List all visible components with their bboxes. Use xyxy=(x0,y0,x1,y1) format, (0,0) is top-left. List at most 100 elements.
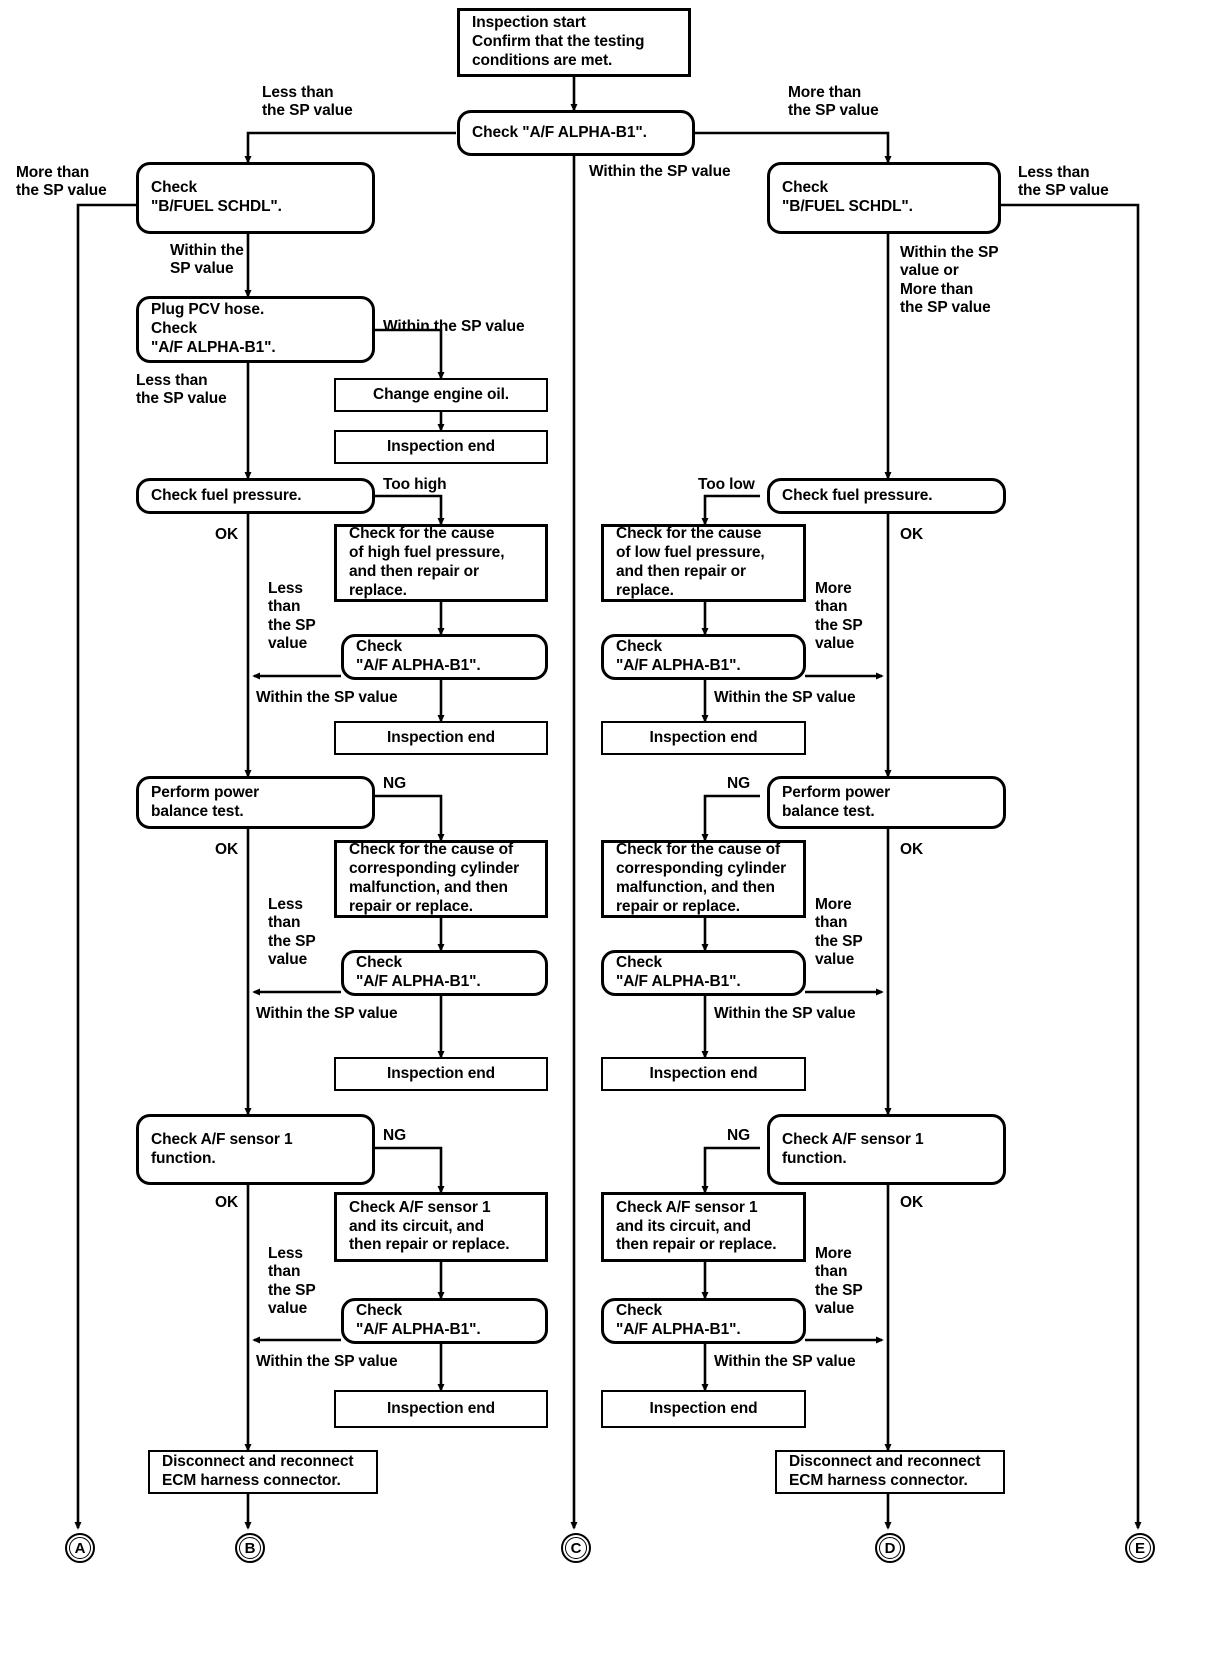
node-ecm-harness-right: Disconnect and reconnect ECM harness con… xyxy=(775,1450,1005,1494)
node-text: Check for the cause of corresponding cyl… xyxy=(616,841,787,915)
node-text: Check "B/FUEL SCHDL". xyxy=(782,179,913,215)
connector-ring xyxy=(239,1537,261,1559)
node-af-sensor-circuit-right: Check A/F sensor 1 and its circuit, and … xyxy=(601,1192,806,1262)
connector-d: D xyxy=(875,1533,905,1563)
node-check-af-alpha-b1-2-left: Check "A/F ALPHA-B1". xyxy=(341,634,548,680)
connector-ring xyxy=(1129,1537,1151,1559)
connector-e: E xyxy=(1125,1533,1155,1563)
node-text: Inspection start Confirm that the testin… xyxy=(472,14,645,69)
node-check-bfuel-schdl-left: Check "B/FUEL SCHDL". xyxy=(136,162,375,234)
label-within-sp-value-pcv: Within the SP value xyxy=(383,318,525,335)
label-within-sp-center: Within the SP value xyxy=(589,163,731,180)
node-check-af-alpha-b1-4-left: Check "A/F ALPHA-B1". xyxy=(341,1298,548,1344)
node-text: Check "A/F ALPHA-B1". xyxy=(472,123,647,141)
node-text: Perform power balance test. xyxy=(782,783,891,820)
node-check-af-alpha-b1-3-right: Check "A/F ALPHA-B1". xyxy=(601,950,806,996)
node-text: Check A/F sensor 1 and its circuit, and … xyxy=(616,1198,777,1254)
label-too-low: Too low xyxy=(698,476,755,493)
node-cylinder-malfunction-right: Check for the cause of corresponding cyl… xyxy=(601,840,806,918)
label-less-than-narrow-4-left: Less than the SP value xyxy=(268,1245,316,1317)
label-ok-power-balance-right: OK xyxy=(900,841,924,858)
label-within-sp-or-more-right1: Within the SP value or More than the SP … xyxy=(900,244,999,316)
label-too-high: Too high xyxy=(383,476,447,493)
connector-letter: B xyxy=(244,1539,256,1557)
label-within-sp-2-left: Within the SP value xyxy=(256,689,398,706)
label-less-than-pcv: Less than the SP value xyxy=(136,372,227,408)
label-ok-power-balance-left: OK xyxy=(215,841,239,858)
node-text: Inspection end xyxy=(387,1064,495,1082)
node-inspection-end-2-left: Inspection end xyxy=(334,721,548,755)
node-text: Inspection end xyxy=(387,728,495,746)
label-ng-af-sensor-left: NG xyxy=(383,1127,407,1144)
node-text: Check for the cause of high fuel pressur… xyxy=(349,525,505,599)
node-text: Check "B/FUEL SCHDL". xyxy=(151,179,282,215)
label-within-sp-value-left1: Within the SP value xyxy=(170,242,244,278)
node-text: Perform power balance test. xyxy=(151,783,260,820)
label-ng-power-balance-right: NG xyxy=(727,775,751,792)
label-more-than-top-right: More than the SP value xyxy=(788,84,879,120)
node-ecm-harness-left: Disconnect and reconnect ECM harness con… xyxy=(148,1450,378,1494)
connector-letter: A xyxy=(74,1539,86,1557)
label-within-sp-4-left: Within the SP value xyxy=(256,1353,398,1370)
node-power-balance-test-left: Perform power balance test. xyxy=(136,776,375,829)
connector-letter: C xyxy=(570,1539,582,1557)
connector-c: C xyxy=(561,1533,591,1563)
node-check-fuel-pressure-left: Check fuel pressure. xyxy=(136,478,375,514)
node-text: Check fuel pressure. xyxy=(782,486,933,504)
connector-a: A xyxy=(65,1533,95,1563)
node-text: Check "A/F ALPHA-B1". xyxy=(616,1302,741,1338)
node-text: Inspection end xyxy=(649,1064,758,1082)
connector-letter: D xyxy=(884,1539,896,1557)
label-ng-power-balance-left: NG xyxy=(383,775,407,792)
label-within-sp-4-right: Within the SP value xyxy=(714,1353,856,1370)
label-less-than-far-right: Less than the SP value xyxy=(1018,164,1109,200)
node-text: Inspection end xyxy=(387,437,495,455)
label-less-than-narrow-3-left: Less than the SP value xyxy=(268,896,316,968)
node-check-bfuel-schdl-right: Check "B/FUEL SCHDL". xyxy=(767,162,1001,234)
label-ng-af-sensor-right: NG xyxy=(727,1127,751,1144)
node-text: Check for the cause of low fuel pressure… xyxy=(616,525,765,599)
node-text: Change engine oil. xyxy=(373,385,509,403)
node-cause-high-fuel-pressure: Check for the cause of high fuel pressur… xyxy=(334,524,548,602)
node-text: Check "A/F ALPHA-B1". xyxy=(356,1302,481,1338)
label-less-than-top-left: Less than the SP value xyxy=(262,84,353,120)
label-more-than-far-left: More than the SP value xyxy=(16,164,107,200)
connector-ring xyxy=(565,1537,587,1559)
node-inspection-end-4-left: Inspection end xyxy=(334,1390,548,1428)
node-text: Inspection end xyxy=(387,1399,495,1417)
node-text: Disconnect and reconnect ECM harness con… xyxy=(789,1453,981,1489)
label-within-sp-3-left: Within the SP value xyxy=(256,1005,398,1022)
node-inspection-end-1: Inspection end xyxy=(334,430,548,464)
node-text: Check fuel pressure. xyxy=(151,486,302,504)
node-check-af-sensor-function-right: Check A/F sensor 1 function. xyxy=(767,1114,1006,1185)
label-ok-fuel-pressure-left: OK xyxy=(215,526,239,543)
node-check-af-alpha-b1-4-right: Check "A/F ALPHA-B1". xyxy=(601,1298,806,1344)
label-ok-af-sensor-right: OK xyxy=(900,1194,924,1211)
node-text: Check "A/F ALPHA-B1". xyxy=(616,638,741,674)
node-check-af-alpha-b1-3-left: Check "A/F ALPHA-B1". xyxy=(341,950,548,996)
node-check-af-alpha-b1-2-right: Check "A/F ALPHA-B1". xyxy=(601,634,806,680)
node-check-fuel-pressure-right: Check fuel pressure. xyxy=(767,478,1006,514)
node-text: Inspection end xyxy=(649,1399,758,1417)
node-inspection-end-2-right: Inspection end xyxy=(601,721,806,755)
node-cylinder-malfunction-left: Check for the cause of corresponding cyl… xyxy=(334,840,548,918)
label-more-than-narrow-2-right: More than the SP value xyxy=(815,580,863,652)
node-plug-pcv-hose: Plug PCV hose. Check "A/F ALPHA-B1". xyxy=(136,296,375,363)
label-more-than-narrow-3-right: More than the SP value xyxy=(815,896,863,968)
node-inspection-start: Inspection start Confirm that the testin… xyxy=(457,8,691,77)
node-check-af-sensor-function-left: Check A/F sensor 1 function. xyxy=(136,1114,375,1185)
node-inspection-end-4-right: Inspection end xyxy=(601,1390,806,1428)
node-change-engine-oil: Change engine oil. xyxy=(334,378,548,412)
node-text: Check A/F sensor 1 function. xyxy=(782,1130,924,1167)
node-power-balance-test-right: Perform power balance test. xyxy=(767,776,1006,829)
label-more-than-narrow-4-right: More than the SP value xyxy=(815,1245,863,1317)
node-text: Check for the cause of corresponding cyl… xyxy=(349,841,520,915)
node-text: Inspection end xyxy=(649,728,758,746)
node-text: Disconnect and reconnect ECM harness con… xyxy=(162,1453,354,1489)
node-text: Plug PCV hose. Check "A/F ALPHA-B1". xyxy=(151,301,276,356)
label-within-sp-3-right: Within the SP value xyxy=(714,1005,856,1022)
label-within-sp-2-right: Within the SP value xyxy=(714,689,856,706)
label-ok-fuel-pressure-right: OK xyxy=(900,526,924,543)
